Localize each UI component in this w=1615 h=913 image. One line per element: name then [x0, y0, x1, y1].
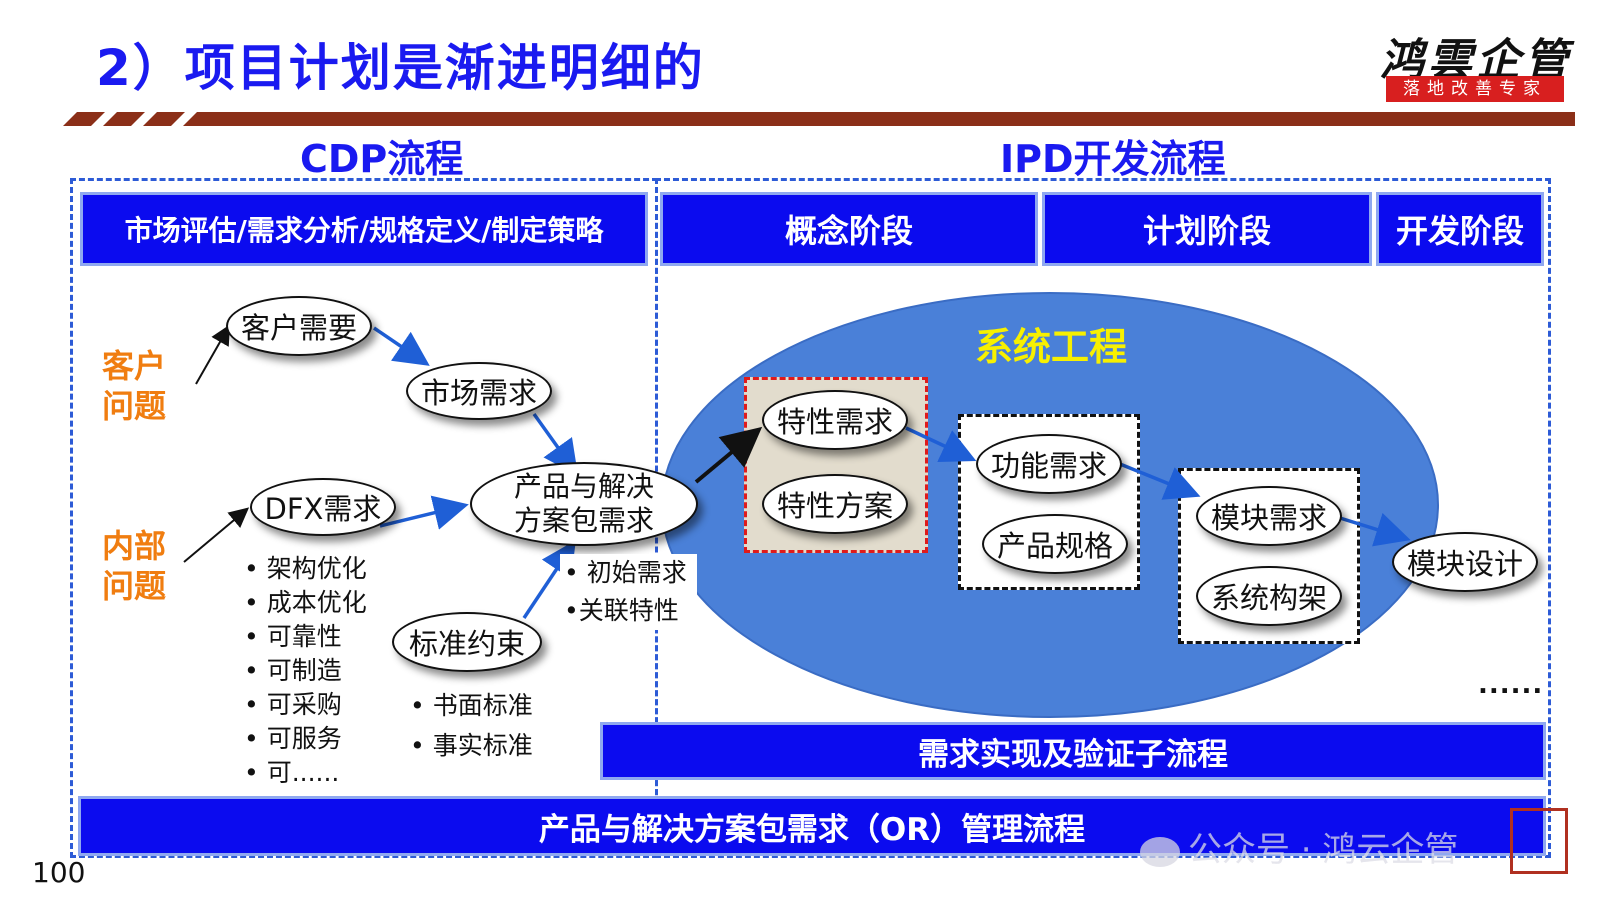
sub-process-bar: 需求实现及验证子流程 [600, 722, 1546, 780]
phase-develop: 开发阶段 [1376, 192, 1544, 266]
list-item: • 初始需求 [564, 558, 687, 587]
internal-problem-label: 内部 问题 [102, 527, 167, 605]
list-item: • 可靠性 [244, 622, 342, 651]
list-item: • 可制造 [244, 656, 342, 685]
customer-problem-label: 客户 问题 [102, 347, 167, 425]
list-item: • 可...... [244, 758, 340, 787]
node-module-design: 模块设计 [1392, 532, 1538, 592]
node-standard-constraint: 标准约束 [392, 612, 542, 672]
seal-stamp [1510, 808, 1568, 874]
watermark: 公众号 · 鸿云企管 [1140, 822, 1458, 871]
package-list: • 初始需求 •关联特性 [560, 554, 697, 630]
system-engineering-label: 系统工程 [975, 325, 1128, 369]
node-market-need: 市场需求 [406, 362, 552, 420]
node-module-need: 模块需求 [1196, 486, 1342, 546]
cdp-title: CDP流程 [300, 137, 464, 181]
page-title: 2）项目计划是渐进明细的 [96, 39, 705, 97]
more-ellipsis: ...... [1478, 670, 1544, 700]
ipd-title: IPD开发流程 [1000, 137, 1226, 181]
node-product-spec: 产品规格 [982, 514, 1128, 574]
node-customer-need: 客户需要 [226, 296, 372, 356]
list-item: • 架构优化 [244, 554, 367, 583]
watermark-text: 公众号 · 鸿云企管 [1188, 830, 1459, 870]
node-system-arch: 系统构架 [1196, 566, 1342, 626]
list-item: • 书面标准 [410, 691, 533, 720]
logo-subtitle: 落地改善专家 [1386, 76, 1564, 102]
header-divider-stripe [63, 112, 1575, 126]
wechat-icon [1140, 836, 1180, 867]
phase-concept: 概念阶段 [660, 192, 1038, 266]
node-feature-need: 特性需求 [762, 390, 908, 450]
node-dfx-need: DFX需求 [250, 478, 396, 536]
list-item: • 事实标准 [410, 731, 533, 760]
management-process-bar: 产品与解决方案包需求（OR）管理流程 [78, 796, 1546, 856]
node-feature-plan: 特性方案 [762, 474, 908, 534]
phase-plan: 计划阶段 [1042, 192, 1372, 266]
standard-list: • 书面标准 • 事实标准 [410, 686, 533, 766]
dfx-list: • 架构优化 • 成本优化 • 可靠性 • 可制造 • 可采购 • 可服务 • … [244, 552, 367, 790]
list-item: • 可采购 [244, 690, 342, 719]
list-item: •关联特性 [564, 596, 679, 625]
page-number: 100 [32, 856, 86, 889]
node-package-need: 产品与解决 方案包需求 [470, 462, 698, 546]
cdp-phase-bar: 市场评估/需求分析/规格定义/制定策略 [80, 192, 648, 266]
node-function-need: 功能需求 [976, 434, 1122, 494]
list-item: • 成本优化 [244, 588, 367, 617]
company-logo: 鸿雲企管 落地改善专家 [1380, 24, 1570, 104]
list-item: • 可服务 [244, 724, 342, 753]
